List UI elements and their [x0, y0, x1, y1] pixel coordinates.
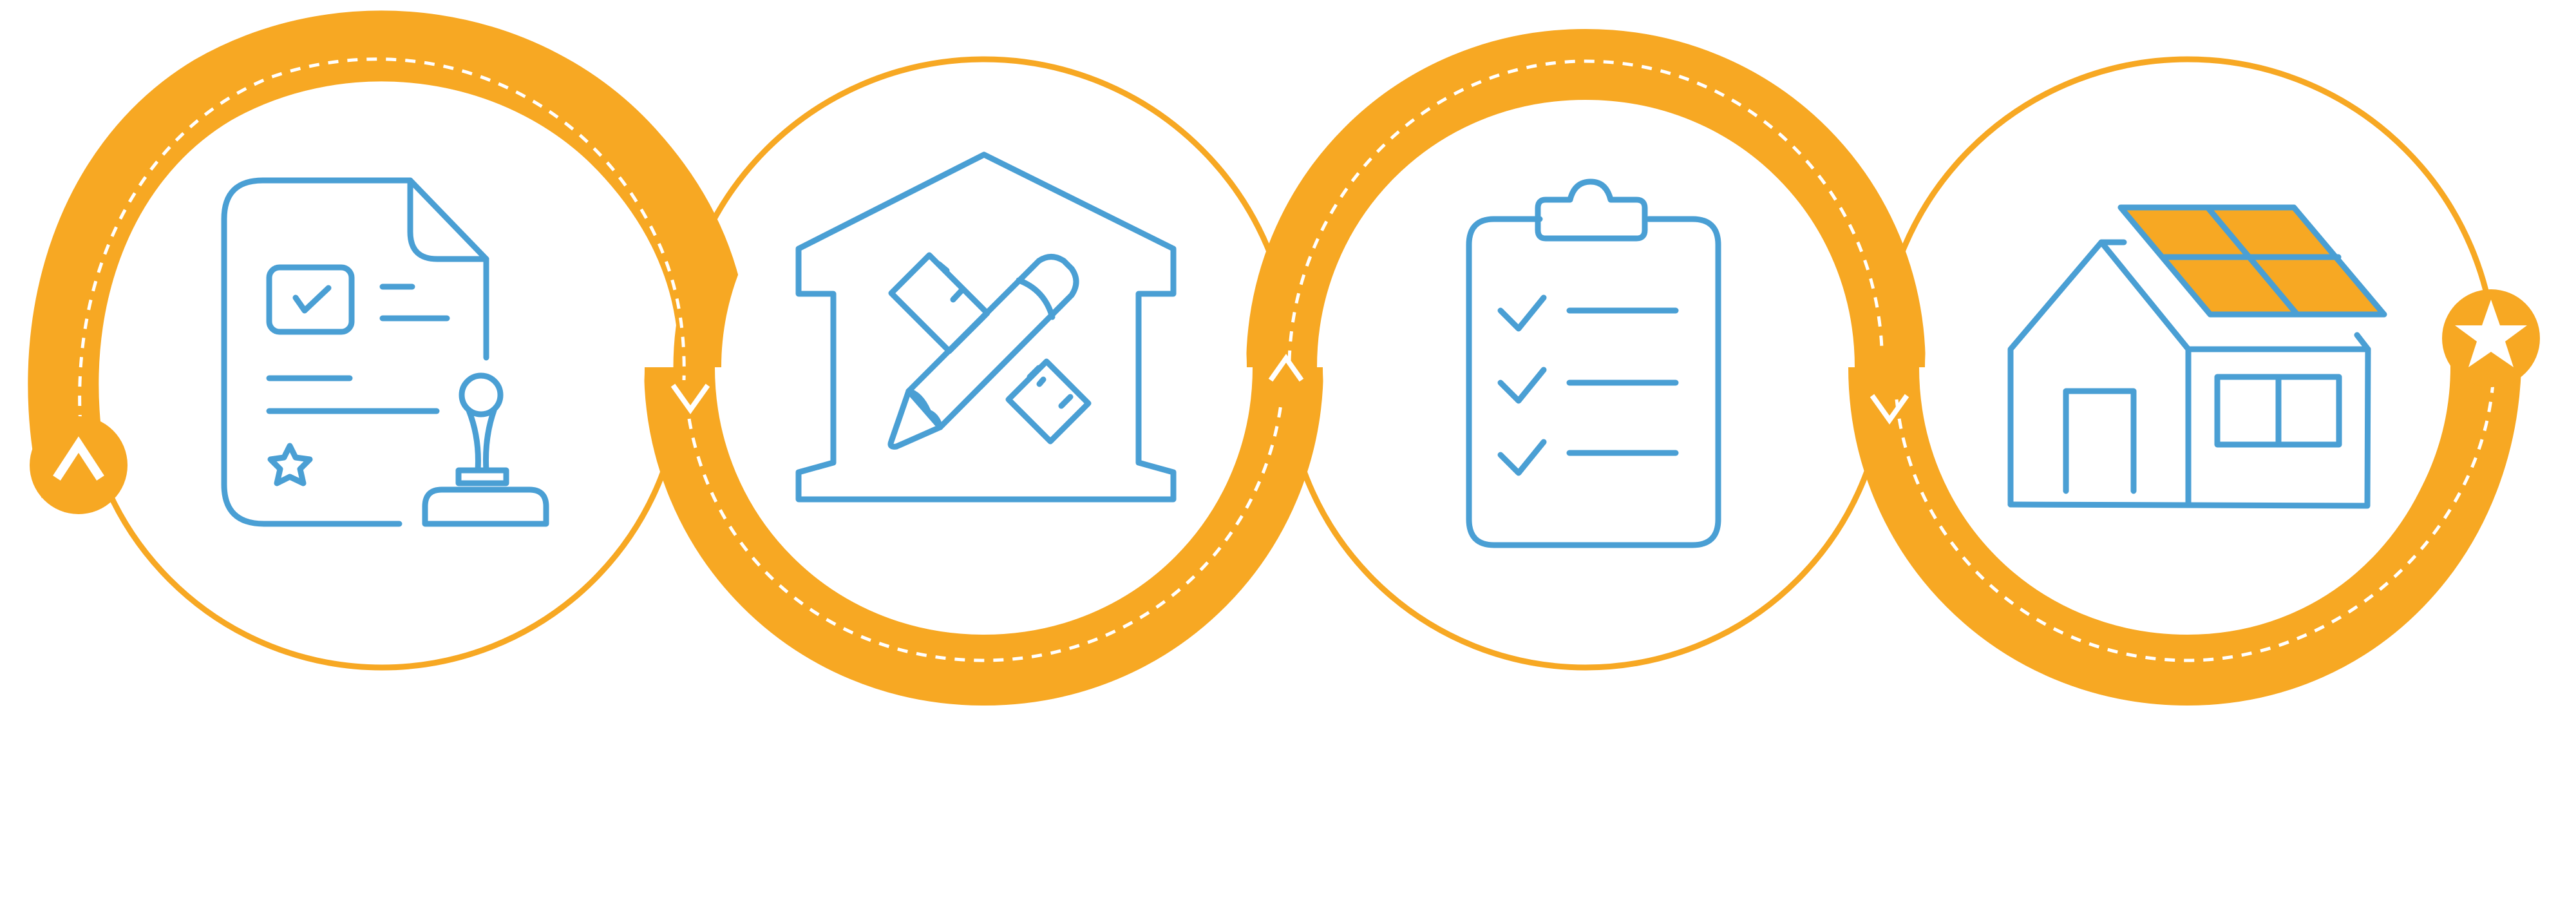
path-segment-1: [28, 10, 750, 498]
step-1-inner-circle: [119, 104, 645, 630]
path-segment-4: [1848, 340, 2522, 706]
checklist-clipboard-icon: [1466, 178, 1721, 548]
chevron-down-icon: [1870, 394, 1909, 425]
path-segment-3: [1246, 28, 1926, 368]
chevron-up-icon: [1268, 354, 1304, 382]
house-solar-panel-icon: [2007, 204, 2387, 509]
chevron-down-icon: [670, 383, 710, 414]
house-design-tools-icon: [795, 151, 1177, 503]
permit-document-stamp-icon: [221, 177, 549, 527]
path-segment-2: [644, 367, 1323, 706]
star-icon: [2442, 289, 2540, 387]
chevron-up-icon: [30, 416, 128, 514]
dashed-path-guides: [78, 57, 2496, 662]
step-2-inner-circle: [721, 104, 1247, 630]
